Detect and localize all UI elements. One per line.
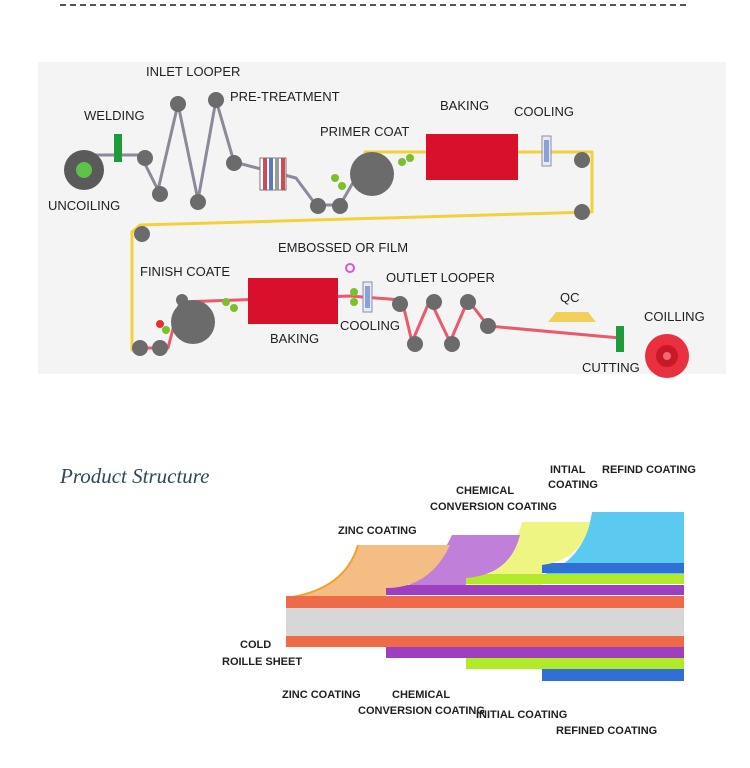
baking-oven-top [426,134,518,180]
band-refined-top [542,563,684,573]
label-cutting: CUTTING [582,360,640,375]
band-initial-bottom [466,658,684,669]
label-qc: QC [560,290,580,305]
embosser-film-unit [345,263,358,306]
cooling-unit-bottom [362,281,373,313]
band-chemical-bottom [386,647,684,658]
label-cooling-bottom: COOLING [340,318,400,333]
label-top-initial-2: COATING [548,479,598,491]
label-baking-bottom: BAKING [270,331,319,346]
layer-zinc-top [286,545,450,598]
product-structure-title: Product Structure [59,464,210,488]
label-top-initial-1: INTIAL [550,464,586,476]
label-inlet-looper: INLET LOOPER [146,64,240,79]
label-cold-2: ROILLE SHEET [222,656,302,668]
label-top-chemical-1: CHEMICAL [456,485,514,497]
label-welding: WELDING [84,108,145,123]
band-zinc-bottom [286,636,684,647]
label-uncoiling: UNCOILING [48,198,120,213]
band-chemical-top [386,585,684,595]
label-bottom-zinc-coating: ZINC COATING [282,689,361,701]
pre-treatment-tanks [259,157,287,191]
label-coilling: COILLING [644,309,705,324]
label-outlet-looper: OUTLET LOOPER [386,270,495,285]
label-top-refind-coating: REFIND COATING [602,464,696,476]
band-initial-top [466,574,684,584]
layer-initial-top [466,522,590,585]
outlet-looper-rollers [392,294,496,352]
band-zinc-top [286,596,684,608]
layer-cold-rolled-sheet [286,608,684,636]
uncoiler [64,150,104,190]
top-dashed-divider [60,4,686,6]
label-cold-1: COLD [240,639,271,651]
label-bottom-initial-coating: INITIAL COATING [476,709,567,721]
label-finish-coate: FINISH COATE [140,264,230,279]
label-pre-treatment: PRE-TREATMENT [230,89,340,104]
turn-rollers-right [574,152,590,220]
band-refined-bottom [542,669,684,681]
finish-coater [156,294,238,344]
label-embossed-or-film: EMBOSSED OR FILM [278,240,408,255]
cutting-unit [616,326,624,352]
label-bottom-chemical-1: CHEMICAL [392,689,450,701]
coil-coating-line-diagram: INLET LOOPER PRE-TREATMENT WELDING BAKIN… [38,62,726,378]
label-baking-top: BAKING [440,98,489,113]
layer-refined-top [542,512,684,575]
label-cooling-top: COOLING [514,104,574,119]
label-primer-coat: PRIMER COAT [320,124,409,139]
coiler [645,334,689,378]
cooling-unit-top [541,135,552,167]
inlet-looper-rollers [137,92,242,210]
layer-chemical-top [386,535,520,595]
welding-unit [114,134,122,162]
label-bottom-refined-coating: REFINED COATING [556,725,657,737]
qc-unit [548,312,596,322]
label-bottom-chemical-2: CONVERSION COATING [358,705,485,717]
primer-coater [310,152,414,214]
baking-oven-bottom [248,278,338,324]
label-top-zinc-coating: ZINC COATING [338,525,417,537]
label-top-chemical-2: CONVERSION COATING [430,501,557,513]
turn-rollers-left [132,226,168,356]
